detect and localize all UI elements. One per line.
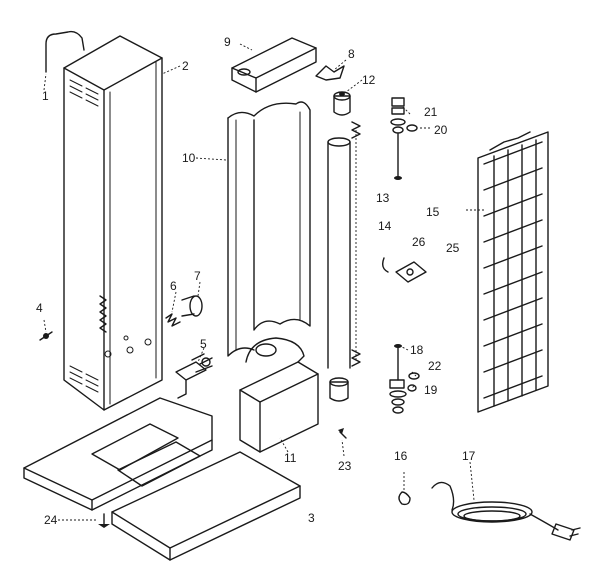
part-7-knob bbox=[181, 295, 203, 317]
part-8-clip bbox=[315, 65, 345, 81]
part-4-screw bbox=[39, 331, 53, 341]
callout-15: 15 bbox=[426, 205, 440, 219]
callout-2: 2 bbox=[182, 59, 189, 73]
callout-26: 26 bbox=[412, 235, 426, 249]
part-22-nut bbox=[408, 372, 420, 380]
callout-14: 14 bbox=[378, 219, 392, 233]
callout-25: 25 bbox=[446, 241, 460, 255]
callout-7: 7 bbox=[194, 269, 201, 283]
callout-1: 1 bbox=[42, 89, 49, 103]
callout-16: 16 bbox=[394, 449, 408, 463]
part-13-heating-tube bbox=[327, 137, 351, 402]
part-6-spring bbox=[165, 313, 181, 327]
callout-5: 5 bbox=[200, 337, 207, 351]
callout-6: 6 bbox=[170, 279, 177, 293]
callout-labels: 1 2 3 4 5 6 7 8 9 10 11 12 13 14 15 16 1… bbox=[36, 35, 476, 527]
callout-13: 13 bbox=[376, 191, 390, 205]
callout-19: 19 bbox=[424, 383, 438, 397]
part-26-bracket-plate bbox=[381, 257, 427, 283]
callout-18: 18 bbox=[410, 343, 424, 357]
part-5-thermostat bbox=[175, 353, 213, 399]
part-11-control-box bbox=[239, 337, 319, 453]
callout-23: 23 bbox=[338, 459, 352, 473]
part-18-lower-terminal-stack bbox=[389, 344, 407, 414]
callout-8: 8 bbox=[348, 47, 355, 61]
callout-11: 11 bbox=[284, 451, 297, 465]
callout-17: 17 bbox=[462, 449, 476, 463]
part-21-terminal-stack bbox=[390, 97, 406, 180]
part-2-rear-housing bbox=[63, 35, 163, 411]
part-16-cord-clip bbox=[398, 491, 411, 506]
leader-lines bbox=[43, 43, 484, 521]
callout-4: 4 bbox=[36, 301, 43, 315]
callout-3: 3 bbox=[308, 511, 315, 525]
callout-9: 9 bbox=[224, 35, 231, 49]
part-20-washer bbox=[406, 124, 418, 132]
part-14-heating-wire bbox=[351, 121, 361, 367]
part-23-screw bbox=[338, 428, 347, 439]
callout-20: 20 bbox=[434, 123, 448, 137]
callout-24: 24 bbox=[44, 513, 58, 527]
part-19-washer bbox=[407, 384, 417, 392]
part-24-screw bbox=[98, 513, 110, 528]
part-1-wire-hook bbox=[45, 30, 85, 73]
callout-12: 12 bbox=[362, 73, 376, 87]
callout-10: 10 bbox=[182, 151, 196, 165]
part-12-end-cap bbox=[333, 91, 351, 116]
callout-22: 22 bbox=[428, 359, 442, 373]
part-15-wire-guard bbox=[477, 131, 549, 413]
part-17-power-cord bbox=[431, 481, 581, 541]
part-9-top-bracket bbox=[231, 37, 317, 93]
callout-21: 21 bbox=[424, 105, 438, 119]
part-10-reflector bbox=[227, 101, 311, 357]
part-3-base bbox=[23, 397, 301, 561]
